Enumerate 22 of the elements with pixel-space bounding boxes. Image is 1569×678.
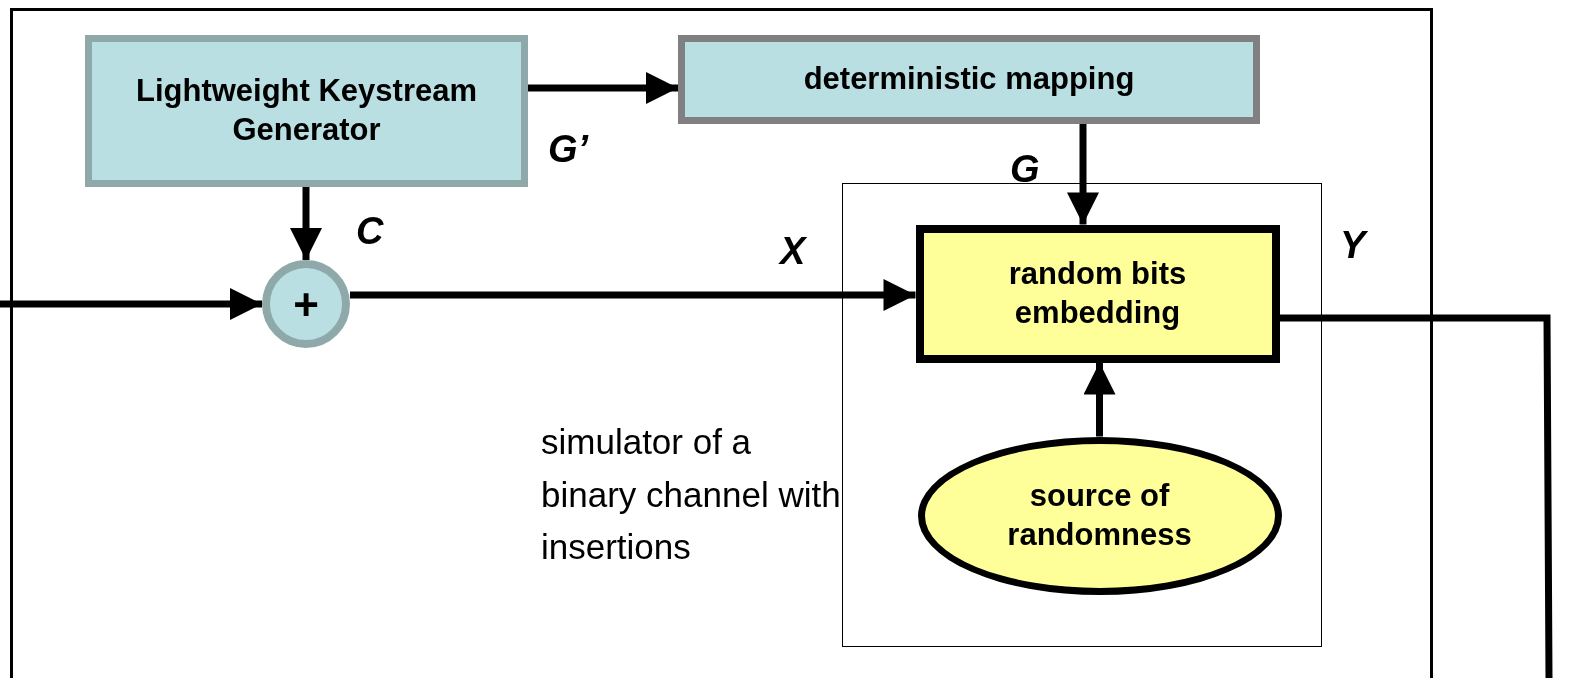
edge-label: X xyxy=(780,232,806,270)
box-label: random bits embedding xyxy=(1007,254,1188,332)
edge-label: Y xyxy=(1340,226,1366,264)
arrow xyxy=(1083,362,1116,437)
arrow xyxy=(0,288,262,320)
edge-label: G xyxy=(1010,150,1040,188)
arrow xyxy=(528,72,678,104)
box-label: deterministic mapping xyxy=(803,60,1135,99)
box-label: Lightweight Keystream Generator xyxy=(134,72,479,149)
arrow xyxy=(350,279,916,311)
arrow xyxy=(1067,124,1099,225)
edge-label: G’ xyxy=(548,130,589,168)
connector-line xyxy=(1279,314,1553,678)
process-box xyxy=(915,224,1280,363)
channel-caption: simulator of a binary channel with insertions xyxy=(541,421,841,568)
process-box xyxy=(678,35,1260,124)
process-box xyxy=(85,35,528,187)
arrow xyxy=(290,187,322,260)
frame-box xyxy=(10,8,1433,678)
box-label: source of randomness xyxy=(1006,476,1193,554)
edge-label: C xyxy=(356,212,384,250)
operator-symbol: + xyxy=(293,278,319,331)
